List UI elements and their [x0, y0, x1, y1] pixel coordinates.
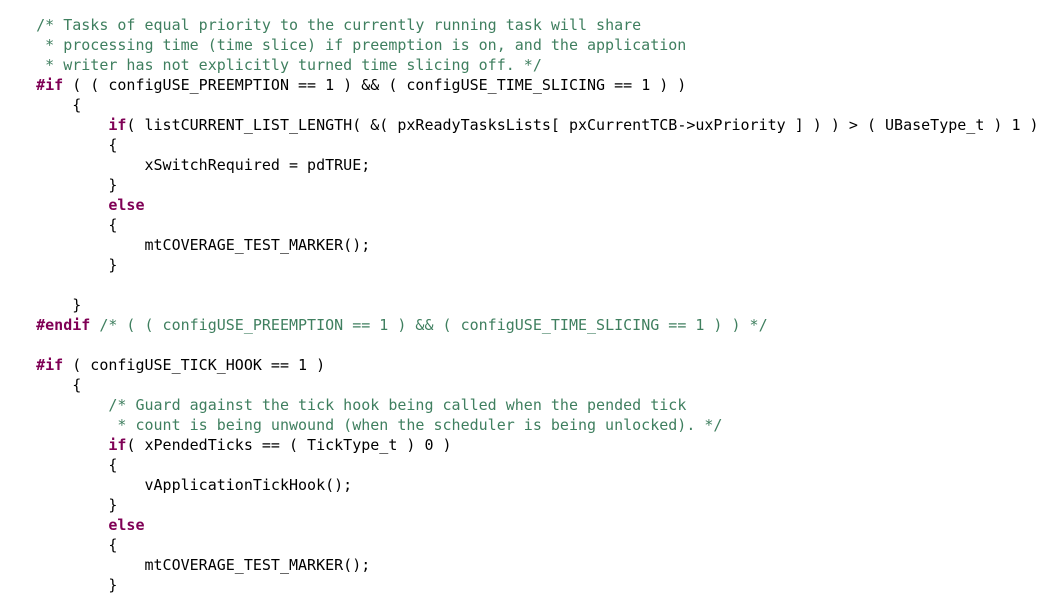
code-text: { — [0, 376, 82, 394]
code-text: { — [0, 96, 82, 114]
code-text: } — [0, 256, 118, 274]
code-line[interactable]: } — [0, 255, 117, 275]
code-line[interactable]: /* Tasks of equal priority to the curren… — [0, 15, 641, 35]
code-text: } — [0, 576, 118, 594]
code-keyword: if — [108, 116, 127, 134]
code-line[interactable]: * writer has not explicitly turned time … — [0, 55, 542, 75]
code-text — [0, 76, 36, 94]
code-line[interactable]: /* Guard against the tick hook being cal… — [0, 395, 686, 415]
code-keyword: #if — [36, 356, 64, 374]
code-keyword: if — [108, 436, 127, 454]
code-text: mtCOVERAGE_TEST_MARKER(); — [0, 236, 371, 254]
code-line[interactable]: else — [0, 195, 145, 215]
code-comment: * count is being unwound (when the sched… — [0, 416, 723, 434]
code-text: ( ( configUSE_PREEMPTION == 1 ) && ( con… — [63, 76, 687, 94]
code-line[interactable]: { — [0, 215, 117, 235]
code-text: { — [0, 536, 118, 554]
code-keyword: #if — [36, 76, 64, 94]
code-line[interactable]: } — [0, 575, 117, 595]
code-comment: * writer has not explicitly turned time … — [0, 56, 542, 74]
code-keyword: else — [108, 516, 145, 534]
code-text — [90, 316, 99, 334]
code-text: { — [0, 456, 118, 474]
code-line[interactable]: else — [0, 515, 145, 535]
code-text: ( xPendedTicks == ( TickType_t ) 0 ) — [126, 436, 452, 454]
code-keyword: else — [108, 196, 145, 214]
code-comment: /* ( ( configUSE_PREEMPTION == 1 ) && ( … — [99, 316, 768, 334]
code-line[interactable]: { — [0, 95, 81, 115]
code-text: ( configUSE_TICK_HOOK == 1 ) — [63, 356, 326, 374]
code-line[interactable]: } — [0, 175, 117, 195]
code-text: { — [0, 216, 118, 234]
code-line[interactable]: { — [0, 455, 117, 475]
code-text — [0, 116, 108, 134]
code-text: { — [0, 136, 118, 154]
code-line[interactable]: mtCOVERAGE_TEST_MARKER(); — [0, 235, 370, 255]
code-text — [0, 316, 36, 334]
code-text: } — [0, 496, 118, 514]
code-comment: * processing time (time slice) if preemp… — [0, 36, 687, 54]
code-text: ( listCURRENT_LIST_LENGTH( &( pxReadyTas… — [126, 116, 1039, 134]
code-line[interactable]: { — [0, 535, 117, 555]
code-text — [0, 436, 108, 454]
code-line[interactable]: xSwitchRequired = pdTRUE; — [0, 155, 370, 175]
code-line[interactable]: mtCOVERAGE_TEST_MARKER(); — [0, 555, 370, 575]
code-line[interactable]: } — [0, 495, 117, 515]
code-line[interactable]: #endif /* ( ( configUSE_PREEMPTION == 1 … — [0, 315, 768, 335]
code-keyword: #endif — [36, 316, 91, 334]
code-line[interactable]: if( listCURRENT_LIST_LENGTH( &( pxReadyT… — [0, 115, 1039, 135]
code-text: mtCOVERAGE_TEST_MARKER(); — [0, 556, 371, 574]
code-line[interactable]: * processing time (time slice) if preemp… — [0, 35, 686, 55]
code-comment: /* Tasks of equal priority to the curren… — [36, 16, 642, 34]
code-text — [0, 16, 36, 34]
code-text: } — [0, 296, 82, 314]
code-line[interactable]: #if ( configUSE_TICK_HOOK == 1 ) — [0, 355, 325, 375]
code-line[interactable]: { — [0, 375, 81, 395]
code-text — [0, 356, 36, 374]
code-line[interactable]: } — [0, 295, 81, 315]
code-text — [0, 196, 108, 214]
code-text — [0, 516, 108, 534]
code-line[interactable]: { — [0, 135, 117, 155]
code-text — [0, 396, 108, 414]
code-text: vApplicationTickHook(); — [0, 476, 353, 494]
code-line[interactable]: #if ( ( configUSE_PREEMPTION == 1 ) && (… — [0, 75, 686, 95]
code-comment: /* Guard against the tick hook being cal… — [108, 396, 687, 414]
code-line[interactable]: vApplicationTickHook(); — [0, 475, 352, 495]
code-text: } — [0, 176, 118, 194]
code-line[interactable]: if( xPendedTicks == ( TickType_t ) 0 ) — [0, 435, 452, 455]
code-line[interactable]: * count is being unwound (when the sched… — [0, 415, 722, 435]
code-text: xSwitchRequired = pdTRUE; — [0, 156, 371, 174]
